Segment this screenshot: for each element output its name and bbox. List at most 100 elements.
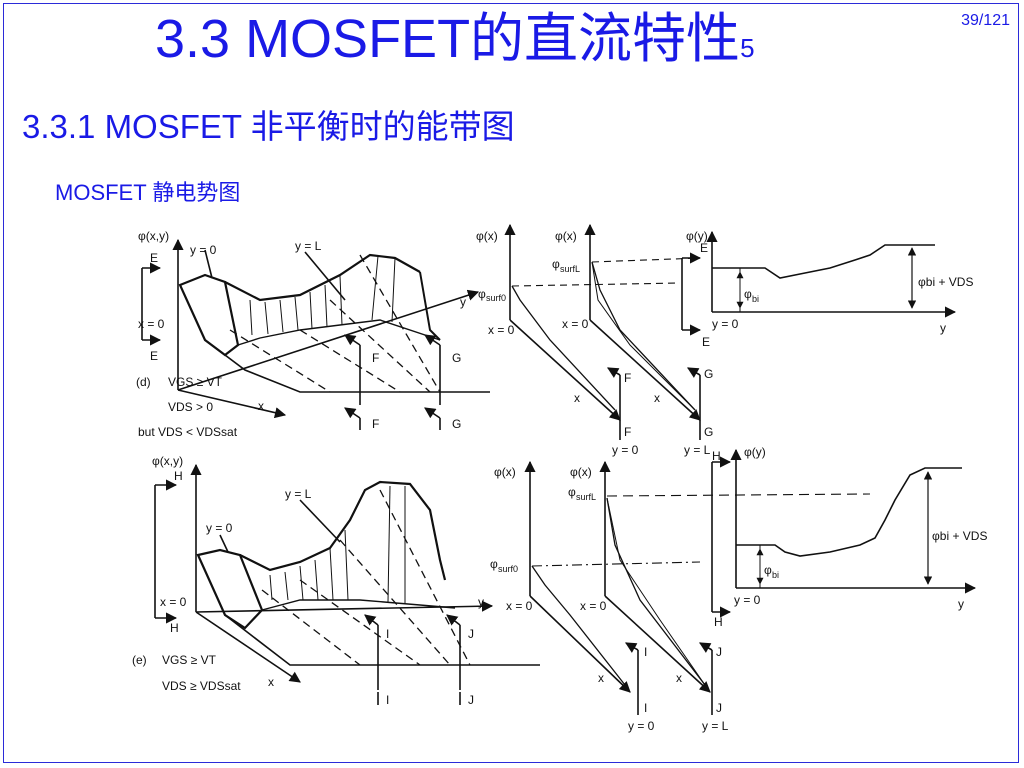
base-line-d bbox=[204, 339, 490, 393]
label-y-y-d: y bbox=[940, 321, 946, 335]
label-y-axis-e: y bbox=[478, 595, 484, 609]
label-x0-slice2-e: x = 0 bbox=[580, 599, 607, 613]
label-y0-slice-d: y = 0 bbox=[612, 443, 639, 457]
label-phi-y-e: φ(y) bbox=[744, 445, 766, 459]
drain-edge-d bbox=[419, 271, 441, 341]
slice-phi-x-yL-d-text: φ(x) φ surfL x = 0 x G G y = L bbox=[552, 229, 713, 457]
label-x0-slice2-d: x = 0 bbox=[562, 317, 589, 331]
title-text: 3.3 MOSFET的直流特性 bbox=[155, 9, 741, 69]
slice-phi-x-y0-d bbox=[504, 223, 681, 440]
cond-d-line1: VGS ≥ VT bbox=[168, 375, 223, 389]
label-yL-slice-e: y = L bbox=[702, 719, 729, 733]
surface-bottom-d bbox=[237, 319, 441, 346]
label-H-y-e: H bbox=[712, 449, 721, 463]
label-J-e: J bbox=[468, 627, 474, 641]
slice-phi-x-y0-e-text: φ(x) φ surf0 x = 0 x I I y = 0 bbox=[490, 465, 655, 733]
phi-y-plot-d bbox=[681, 230, 957, 336]
surface-ridge-e bbox=[239, 480, 447, 581]
slice-phi-x-y0-d-text: φ(x) φ surf0 x = 0 x F F y = 0 bbox=[476, 229, 639, 457]
label-J-slice-e: J bbox=[716, 645, 722, 659]
label-y0-slice-e: y = 0 bbox=[628, 719, 655, 733]
label-phi-surfL-d: φ bbox=[552, 257, 560, 271]
label-surf0-e: surf0 bbox=[498, 564, 518, 574]
axis-x-e bbox=[195, 611, 301, 683]
slide-frame bbox=[3, 3, 1019, 763]
label-surf0-d: surf0 bbox=[486, 293, 506, 303]
label-I-slice-e: I bbox=[644, 645, 647, 659]
label-x-slice-e: x bbox=[598, 671, 604, 685]
label-phi-surfL-e: φ bbox=[568, 485, 576, 499]
base-line-e bbox=[224, 614, 540, 666]
label-x-slice2-e: x bbox=[676, 671, 682, 685]
surface-bottom-e bbox=[261, 599, 456, 611]
label-I2-e: I bbox=[386, 693, 389, 707]
label-F-d: F bbox=[372, 351, 379, 365]
label-bi-vds-d: φbi + VDS bbox=[918, 275, 973, 289]
leader-yL-d bbox=[304, 251, 346, 301]
leader-yL-e bbox=[299, 499, 341, 543]
label-phi-y-d: φ(y) bbox=[686, 229, 708, 243]
label-bi-d: bi bbox=[752, 294, 759, 304]
dashed-lines-d bbox=[229, 254, 441, 393]
label-H-y2-e: H bbox=[714, 615, 723, 629]
axis-x-d bbox=[177, 389, 287, 419]
slice-phi-x-yL-e-text: φ(x) φ surfL x = 0 x J J y = L bbox=[568, 465, 729, 733]
label-G-slice2-d: G bbox=[704, 425, 713, 439]
label-phi-bi-e: φ bbox=[764, 563, 772, 577]
label-phi-xy-e: φ(x,y) bbox=[152, 454, 183, 468]
label-surfL-e: surfL bbox=[576, 492, 596, 502]
label-x0-slice-e: x = 0 bbox=[506, 599, 533, 613]
label-H-top-e: H bbox=[174, 469, 183, 483]
leader-y0-d bbox=[204, 249, 213, 279]
label-phi-x2-e: φ(x) bbox=[570, 465, 592, 479]
label-F-slice2-d: F bbox=[624, 425, 631, 439]
label-J2-e: J bbox=[468, 693, 474, 707]
section-subtitle: 3.3.1 MOSFET 非平衡时的能带图 bbox=[22, 108, 515, 145]
label-yL-slice-d: y = L bbox=[684, 443, 711, 457]
label-y-y-e: y bbox=[958, 597, 964, 611]
label-F2-d: F bbox=[372, 417, 379, 431]
label-phi-x-d: φ(x) bbox=[476, 229, 498, 243]
axis-y-d bbox=[177, 289, 480, 391]
label-phi-surf0-d: φ bbox=[478, 287, 486, 301]
label-phi-surf0-e: φ bbox=[490, 557, 498, 571]
label-x0-slice-d: x = 0 bbox=[488, 323, 515, 337]
label-phi-bi-d: φ bbox=[744, 287, 752, 301]
label-x-slice2-d: x bbox=[654, 391, 660, 405]
slice-phi-x-yL-e bbox=[599, 460, 871, 715]
phi-y-plot-d-text: φ(y) E E y = 0 φ bi φbi + VDS y bbox=[686, 229, 973, 349]
label-E-y2-d: E bbox=[702, 335, 710, 349]
diagram-e-3d bbox=[154, 463, 540, 705]
cond-d-line2: VDS > 0 bbox=[168, 400, 213, 414]
label-E-bot-d: E bbox=[150, 349, 158, 363]
label-yL-e: y = L bbox=[285, 487, 312, 501]
slide-title: 3.3 MOSFET的直流特性5 bbox=[155, 8, 755, 79]
slice-phi-x-y0-e bbox=[524, 460, 701, 715]
phi-y-plot-e-text: φ(y) H H y = 0 φ bi φbi + VDS y bbox=[712, 445, 987, 629]
label-x0-d: x = 0 bbox=[138, 317, 165, 331]
leader-y0-e bbox=[219, 534, 229, 553]
cond-d-tag: (d) bbox=[136, 375, 151, 389]
surface-grid-d bbox=[249, 255, 396, 336]
title-suffix: 5 bbox=[740, 33, 755, 63]
label-J-slice2-e: J bbox=[716, 701, 722, 715]
label-G-slice-d: G bbox=[704, 367, 713, 381]
label-G2-d: G bbox=[452, 417, 461, 431]
label-phi-xy-d: φ(x,y) bbox=[138, 229, 169, 243]
label-phi-x2-d: φ(x) bbox=[555, 229, 577, 243]
label-bi-e: bi bbox=[772, 570, 779, 580]
page-number: 39/121 bbox=[961, 12, 1010, 29]
label-yL-d: y = L bbox=[295, 239, 322, 253]
label-x-axis-e: x bbox=[268, 675, 274, 689]
label-H-bot-e: H bbox=[170, 621, 179, 635]
label-y0-y-e: y = 0 bbox=[734, 593, 761, 607]
label-x-slice-d: x bbox=[574, 391, 580, 405]
label-y0-y-d: y = 0 bbox=[712, 317, 739, 331]
surface-ridge-d bbox=[224, 253, 421, 302]
label-I-e: I bbox=[386, 627, 389, 641]
label-y-axis-d: y bbox=[460, 295, 466, 309]
label-surfL-d: surfL bbox=[560, 264, 580, 274]
cond-e-line1: VGS ≥ VT bbox=[162, 653, 217, 667]
label-F-slice-d: F bbox=[624, 371, 631, 385]
